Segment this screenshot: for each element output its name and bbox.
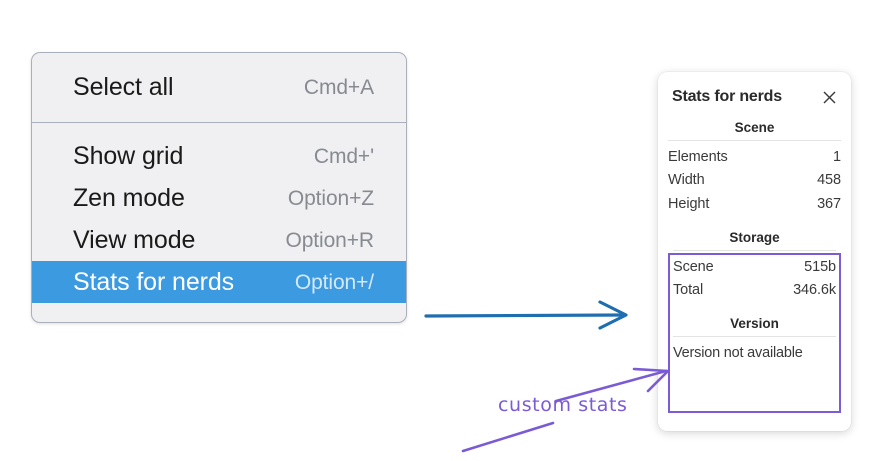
section-title-storage: Storage <box>729 230 780 246</box>
section-divider <box>673 336 836 338</box>
section-divider <box>673 250 836 252</box>
menu-item-shortcut: Option+Z <box>287 186 374 210</box>
stats-row-key: Scene <box>673 258 714 275</box>
section-title-scene: Scene <box>734 120 775 135</box>
menu-separator <box>32 122 406 123</box>
stats-row-storage-scene: Scene 515b <box>673 255 836 279</box>
menu-item-label: View mode <box>73 225 196 254</box>
menu-bottom-padding <box>32 303 406 322</box>
stats-row-value: 367 <box>817 195 841 212</box>
stats-panel-header: Stats for nerds <box>658 72 851 106</box>
menu-item-shortcut: Cmd+A <box>303 75 374 99</box>
stats-row-key: Width <box>668 172 705 189</box>
menu-item-zen-mode[interactable]: Zen mode Option+Z <box>32 177 406 219</box>
menu-item-label: Stats for nerds <box>73 267 235 296</box>
menu-item-view-mode[interactable]: View mode Option+R <box>32 219 406 261</box>
stats-panel-body: Scene Elements 1 Width 458 Height 367 St… <box>658 120 851 361</box>
stats-row-value: 458 <box>817 172 841 189</box>
menu-item-shortcut: Option+/ <box>294 270 374 294</box>
menu-group-1: Select all Cmd+A <box>32 53 406 122</box>
version-note: Version not available <box>673 345 803 362</box>
close-icon[interactable] <box>821 89 838 106</box>
stats-row-key: Total <box>673 282 704 299</box>
annotation-label-custom-stats: custom stats <box>498 394 628 416</box>
stats-panel-title: Stats for nerds <box>672 88 782 105</box>
stats-for-nerds-panel: Stats for nerds Scene Elements 1 Width 4… <box>658 72 851 431</box>
stats-row-key: Elements <box>668 148 728 165</box>
stats-row-height: Height 367 <box>668 192 841 216</box>
custom-stats-region: Storage Scene 515b Total 346.6k Version … <box>668 230 841 361</box>
stats-row-key: Height <box>668 195 710 212</box>
section-divider <box>668 140 841 141</box>
stats-row-storage-total: Total 346.6k <box>673 279 836 303</box>
menu-item-label: Zen mode <box>73 183 185 212</box>
menu-item-shortcut: Cmd+' <box>313 144 374 168</box>
section-title-version: Version <box>730 316 779 332</box>
stats-row-value: 346.6k <box>793 282 836 299</box>
purple-underline-stroke <box>461 421 555 453</box>
stats-row-value: 515b <box>804 258 836 275</box>
stats-row-width: Width 458 <box>668 169 841 193</box>
stats-row-elements: Elements 1 <box>668 145 841 169</box>
menu-item-select-all[interactable]: Select all Cmd+A <box>32 66 406 108</box>
context-menu[interactable]: Select all Cmd+A Show grid Cmd+' Zen mod… <box>31 52 407 323</box>
menu-item-label: Show grid <box>73 141 184 170</box>
menu-item-shortcut: Option+R <box>285 228 374 252</box>
menu-item-stats-for-nerds[interactable]: Stats for nerds Option+/ <box>32 261 406 303</box>
menu-group-2: Show grid Cmd+' Zen mode Option+Z View m… <box>32 123 406 322</box>
blue-arrow <box>424 300 628 330</box>
menu-item-label: Select all <box>73 72 174 101</box>
stats-row-value: 1 <box>833 148 841 165</box>
menu-item-show-grid[interactable]: Show grid Cmd+' <box>32 135 406 177</box>
